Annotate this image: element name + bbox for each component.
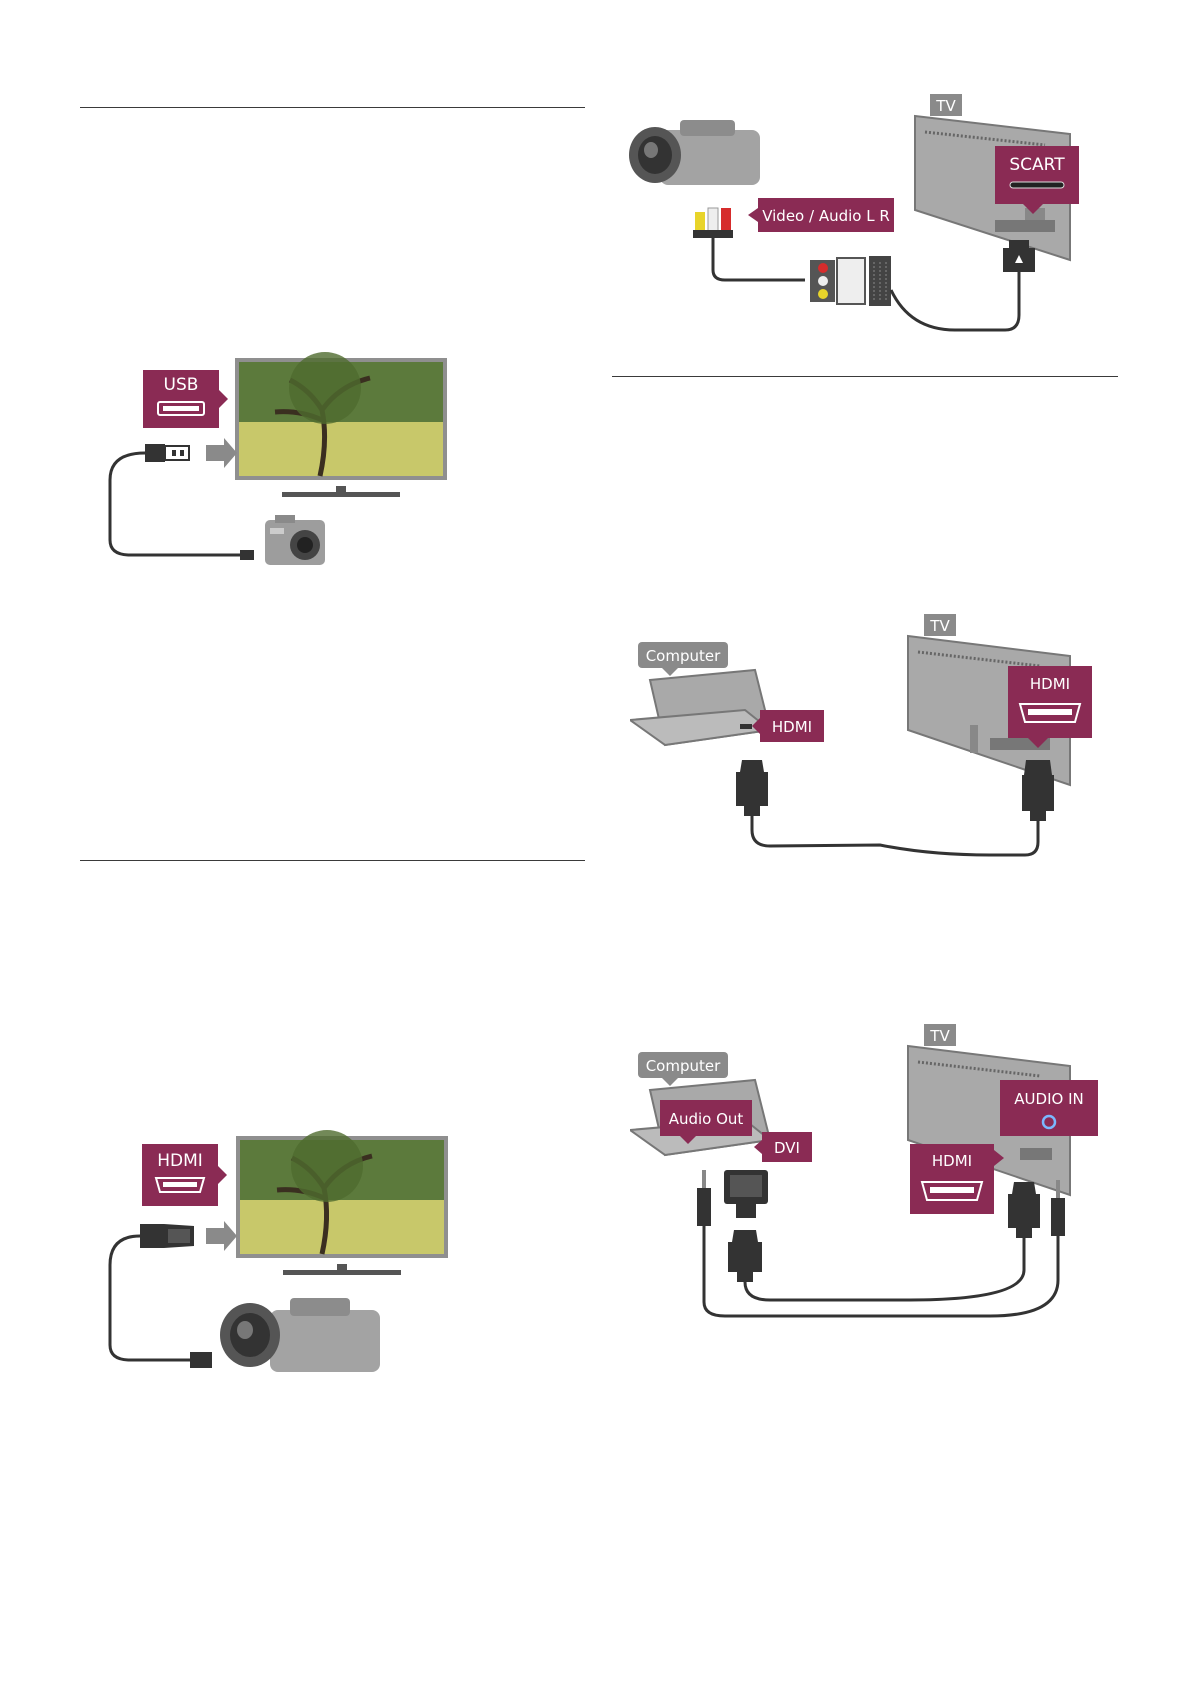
audio-in-label-callout: AUDIO IN	[1000, 1080, 1098, 1136]
tv-hdmi-label-callout: HDMI	[1008, 666, 1092, 748]
tv-label-tag: TV	[924, 614, 956, 636]
arrow-icon	[206, 1221, 237, 1251]
tv-hdmi-label: HDMI	[932, 1152, 972, 1170]
audio-out-label-callout: Audio Out	[660, 1100, 752, 1144]
hdmi-plug-icon	[1008, 1182, 1040, 1238]
camcorder-icon	[629, 120, 760, 185]
hdmi-label-callout: HDMI	[142, 1144, 227, 1206]
scart-camcorder-diagram: TV SCART	[629, 94, 1079, 332]
dvi-plug-icon	[724, 1170, 768, 1218]
tv-icon	[235, 352, 447, 497]
computer-hdmi-label-callout: HDMI	[752, 710, 824, 742]
computer-dvi-diagram: TV AUDIO IN HDMI	[630, 1024, 1098, 1318]
computer-label-callout: Computer	[638, 1052, 728, 1086]
audio-jack-icon	[1041, 1114, 1057, 1130]
scart-plug-icon	[1003, 240, 1035, 272]
section-rule-left-middle	[80, 860, 585, 861]
scart-label: SCART	[1009, 155, 1065, 175]
hdmi-plug-icon	[140, 1224, 194, 1248]
tv-label-tag: TV	[930, 94, 962, 116]
scart-label-callout: SCART	[995, 146, 1079, 214]
dvi-label: DVI	[774, 1139, 800, 1157]
tv-label-tag: TV	[924, 1024, 956, 1046]
tv-label: TV	[929, 1027, 950, 1045]
computer-hdmi-label: HDMI	[772, 718, 812, 736]
rca-plugs-icon	[693, 207, 733, 238]
audio-out-label: Audio Out	[669, 1110, 744, 1128]
usb-camera-diagram: USB	[108, 352, 447, 565]
laptop-icon	[630, 668, 773, 747]
usb-label: USB	[164, 375, 199, 395]
video-audio-label: Video / Audio L R	[762, 207, 890, 225]
hdmi-camcorder-diagram: HDMI	[108, 1130, 448, 1372]
arrow-icon	[206, 438, 237, 468]
section-rule-right-top	[612, 376, 1118, 377]
camera-icon	[265, 515, 325, 565]
tv-icon	[236, 1130, 448, 1275]
tv-hdmi-label-callout: HDMI	[910, 1144, 1004, 1214]
usb-label-callout: USB	[143, 370, 228, 428]
computer-label: Computer	[646, 647, 721, 665]
camcorder-icon	[220, 1298, 380, 1372]
tv-hdmi-label: HDMI	[1030, 675, 1070, 693]
computer-hdmi-diagram: TV HDMI Computer	[630, 614, 1092, 857]
video-audio-label-callout: Video / Audio L R	[748, 198, 894, 232]
dvi-label-callout: DVI	[754, 1132, 812, 1162]
hdmi-label: HDMI	[157, 1151, 203, 1171]
audio-plug-icon	[1051, 1180, 1065, 1236]
computer-label: Computer	[646, 1057, 721, 1075]
computer-label-callout: Computer	[638, 642, 728, 676]
audio-in-label: AUDIO IN	[1014, 1090, 1083, 1108]
scart-adapter-icon	[810, 256, 891, 306]
audio-plug-icon	[697, 1170, 711, 1226]
hdmi-plug-icon	[728, 1230, 762, 1282]
section-rule-left-top	[80, 107, 585, 108]
hdmi-plug-icon	[1022, 760, 1054, 821]
tv-label: TV	[929, 617, 950, 635]
usb-plug-icon	[145, 444, 190, 462]
tv-label: TV	[935, 97, 956, 115]
hdmi-plug-icon	[736, 760, 768, 816]
